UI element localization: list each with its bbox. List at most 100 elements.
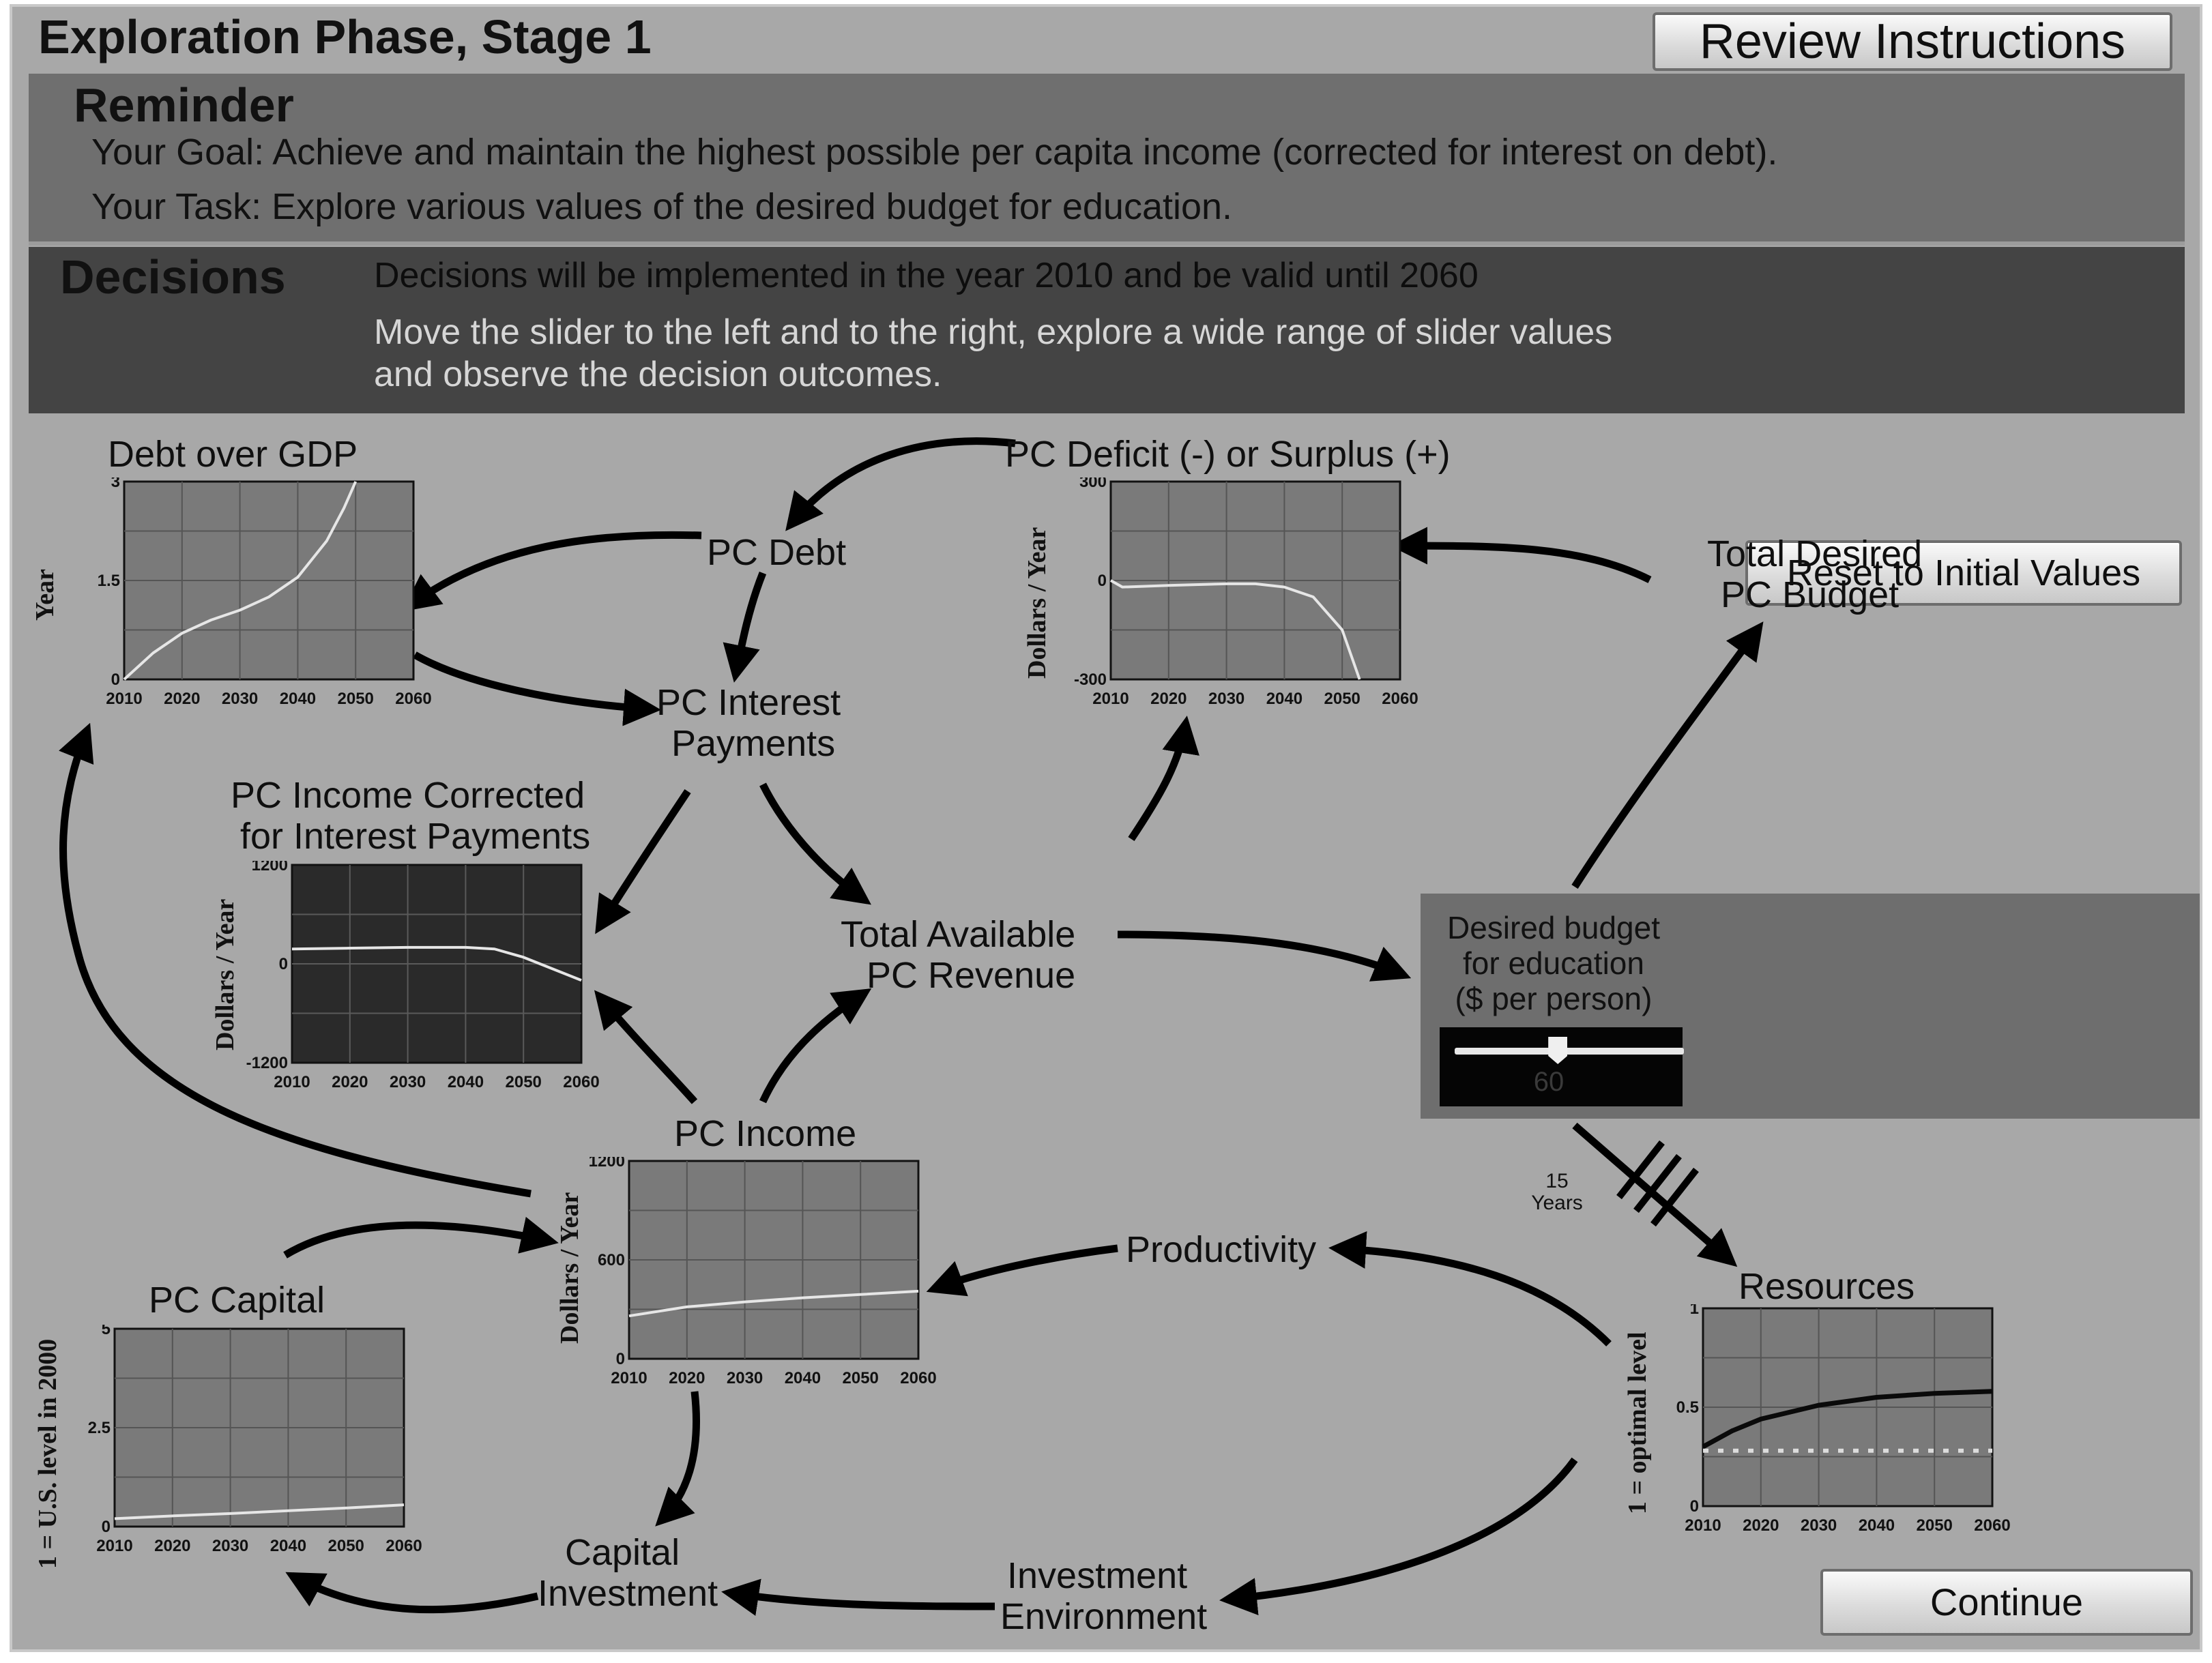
x-tick-label: 2020: [669, 1369, 705, 1387]
y-tick-label: 0: [102, 1518, 111, 1536]
chart-title-pc-income: PC Income: [674, 1113, 857, 1154]
arrow-income-to-capinv: [655, 1391, 700, 1527]
node-capital-investment-line2: Investment: [538, 1573, 718, 1614]
x-tick-label: 2020: [164, 690, 200, 708]
series-line-0: [291, 945, 582, 982]
node-pc-interest-line1: PC Interest: [656, 682, 841, 723]
education-budget-slider[interactable]: 60: [1440, 1027, 1684, 1106]
slider-thumb[interactable]: [1548, 1037, 1568, 1064]
x-tick-label: 2050: [843, 1369, 879, 1387]
node-investment-env-line1: Investment: [1007, 1555, 1188, 1596]
x-tick-label: 2050: [1324, 690, 1360, 708]
x-tick-label: 2020: [1743, 1516, 1779, 1535]
chart-title-pc-capital: PC Capital: [149, 1280, 325, 1321]
slider-caption-line3: ($ per person): [1455, 981, 1653, 1016]
arrow-budget-to-deficit: [1390, 527, 1652, 583]
node-capital-investment-line1: Capital: [565, 1532, 680, 1573]
x-tick-label: 2010: [1685, 1516, 1721, 1535]
y-tick-label: 1: [1690, 1304, 1699, 1318]
ylabel-resources: 1 = optimal level: [1623, 1331, 1652, 1514]
continue-button[interactable]: Continue: [1820, 1569, 2193, 1636]
x-tick-label: 2020: [1150, 690, 1187, 708]
delay-label: 15 Years: [1530, 1171, 1584, 1214]
node-total-revenue-line1: Total Available: [841, 914, 1076, 955]
slider-track[interactable]: [1455, 1048, 1684, 1055]
reminder-heading: Reminder: [74, 78, 294, 132]
x-tick-label: 2060: [395, 690, 431, 708]
y-tick-label: -300: [1074, 671, 1107, 689]
arrow-revenue-to-slider: [1117, 930, 1412, 982]
ylabel-debt-gdp: Year: [31, 569, 59, 621]
chart-deficit: 2010 2020 2030 2040 2050 2060 -300 0 300: [1074, 477, 1418, 708]
node-total-budget-line1: Total Desired: [1707, 533, 1923, 574]
series-line-0: [628, 1289, 919, 1318]
x-tick-label: 2060: [385, 1537, 422, 1555]
y-tick-label: 2.5: [88, 1419, 111, 1437]
node-productivity: Productivity: [1126, 1229, 1317, 1270]
arrow-deficit-to-debt: [785, 437, 1016, 531]
y-tick-label: 600: [598, 1251, 625, 1269]
causal-arrows: [59, 437, 1764, 1616]
series-line-0: [1110, 579, 1361, 680]
node-pc-debt: PC Debt: [707, 532, 847, 573]
chart-title-corrected-line1: PC Income Corrected: [231, 775, 585, 816]
x-tick-label: 2040: [1266, 690, 1303, 708]
arrow-productivity-to-income: [926, 1244, 1118, 1297]
reminder-panel: Reminder Your Goal: Achieve and maintain…: [29, 74, 2185, 246]
slider-caption-line2: for education: [1463, 945, 1644, 981]
reset-initial-values-button[interactable]: Reset to Initial Values: [1745, 540, 2182, 606]
x-tick-label: 2060: [1382, 690, 1418, 708]
review-instructions-button[interactable]: Review Instructions: [1653, 12, 2172, 71]
arrow-invenv-to-capinv: [721, 1578, 995, 1616]
chart-title-resources: Resources: [1738, 1266, 1915, 1307]
x-tick-label: 2050: [338, 690, 374, 708]
arrow-income-to-debtgdp: [59, 722, 532, 1198]
x-tick-label: 2040: [270, 1537, 306, 1555]
y-tick-label: 0: [616, 1350, 625, 1368]
delay-marks: [1616, 1140, 1699, 1227]
series-line-0: [123, 481, 358, 681]
x-tick-label: 2050: [1917, 1516, 1953, 1535]
y-tick-label: 300: [1079, 477, 1107, 491]
x-tick-label: 2030: [727, 1369, 763, 1387]
y-tick-label: 1.5: [98, 572, 120, 590]
y-tick-label: 0: [1690, 1497, 1699, 1516]
x-tick-label: 2040: [448, 1073, 484, 1091]
arrow-debt-to-debtgdp: [402, 531, 702, 612]
arrow-debtgdp-to-interest: [413, 651, 661, 726]
decisions-panel: Decisions Decisions will be implemented …: [29, 247, 2185, 606]
chart-title-debt-gdp: Debt over GDP: [108, 434, 358, 475]
y-tick-label: 0: [1098, 572, 1107, 590]
ylabel-pc-income: Dollars / Year: [555, 1192, 584, 1344]
ylabel-pc-capital: 1 = U.S. level in 2000: [33, 1338, 62, 1569]
app-window: Exploration Phase, Stage 1 Review Instru…: [12, 7, 2200, 1649]
delay-unit: Years: [1531, 1192, 1583, 1214]
node-investment-env-line2: Environment: [1000, 1596, 1208, 1637]
x-tick-label: 2010: [1092, 690, 1129, 708]
x-tick-label: 2010: [96, 1537, 132, 1555]
x-tick-label: 2020: [154, 1537, 190, 1555]
x-tick-label: 2050: [328, 1537, 364, 1555]
arrow-capinv-to-capital: [285, 1572, 539, 1614]
chart-title-deficit: PC Deficit (-) or Surplus (+): [1005, 434, 1451, 475]
x-tick-label: 2040: [1859, 1516, 1895, 1535]
ylabel-corrected: Dollars / Year: [211, 898, 239, 1050]
decisions-instruction-text: Move the slider to the left and to the r…: [374, 312, 1613, 394]
x-tick-label: 2030: [390, 1073, 426, 1091]
x-tick-label: 2060: [563, 1073, 599, 1091]
x-tick-label: 2020: [332, 1073, 368, 1091]
series-line-0: [1702, 1389, 1993, 1449]
y-tick-label: -1200: [246, 1054, 288, 1072]
education-budget-panel: Desired budget for education ($ per pers…: [1421, 894, 2200, 1119]
x-tick-label: 2050: [506, 1073, 542, 1091]
slider-value: 60: [1533, 1067, 1565, 1097]
x-tick-label: 2030: [212, 1537, 248, 1555]
arrow-slider-to-budget: [1571, 621, 1764, 889]
decisions-implemented-text: Decisions will be implemented in the yea…: [374, 256, 1479, 295]
x-tick-label: 2030: [1208, 690, 1245, 708]
task-text: Your Task: Explore various values of the…: [91, 186, 1233, 227]
x-tick-label: 2030: [222, 690, 258, 708]
arrow-interest-to-revenue: [759, 782, 871, 905]
